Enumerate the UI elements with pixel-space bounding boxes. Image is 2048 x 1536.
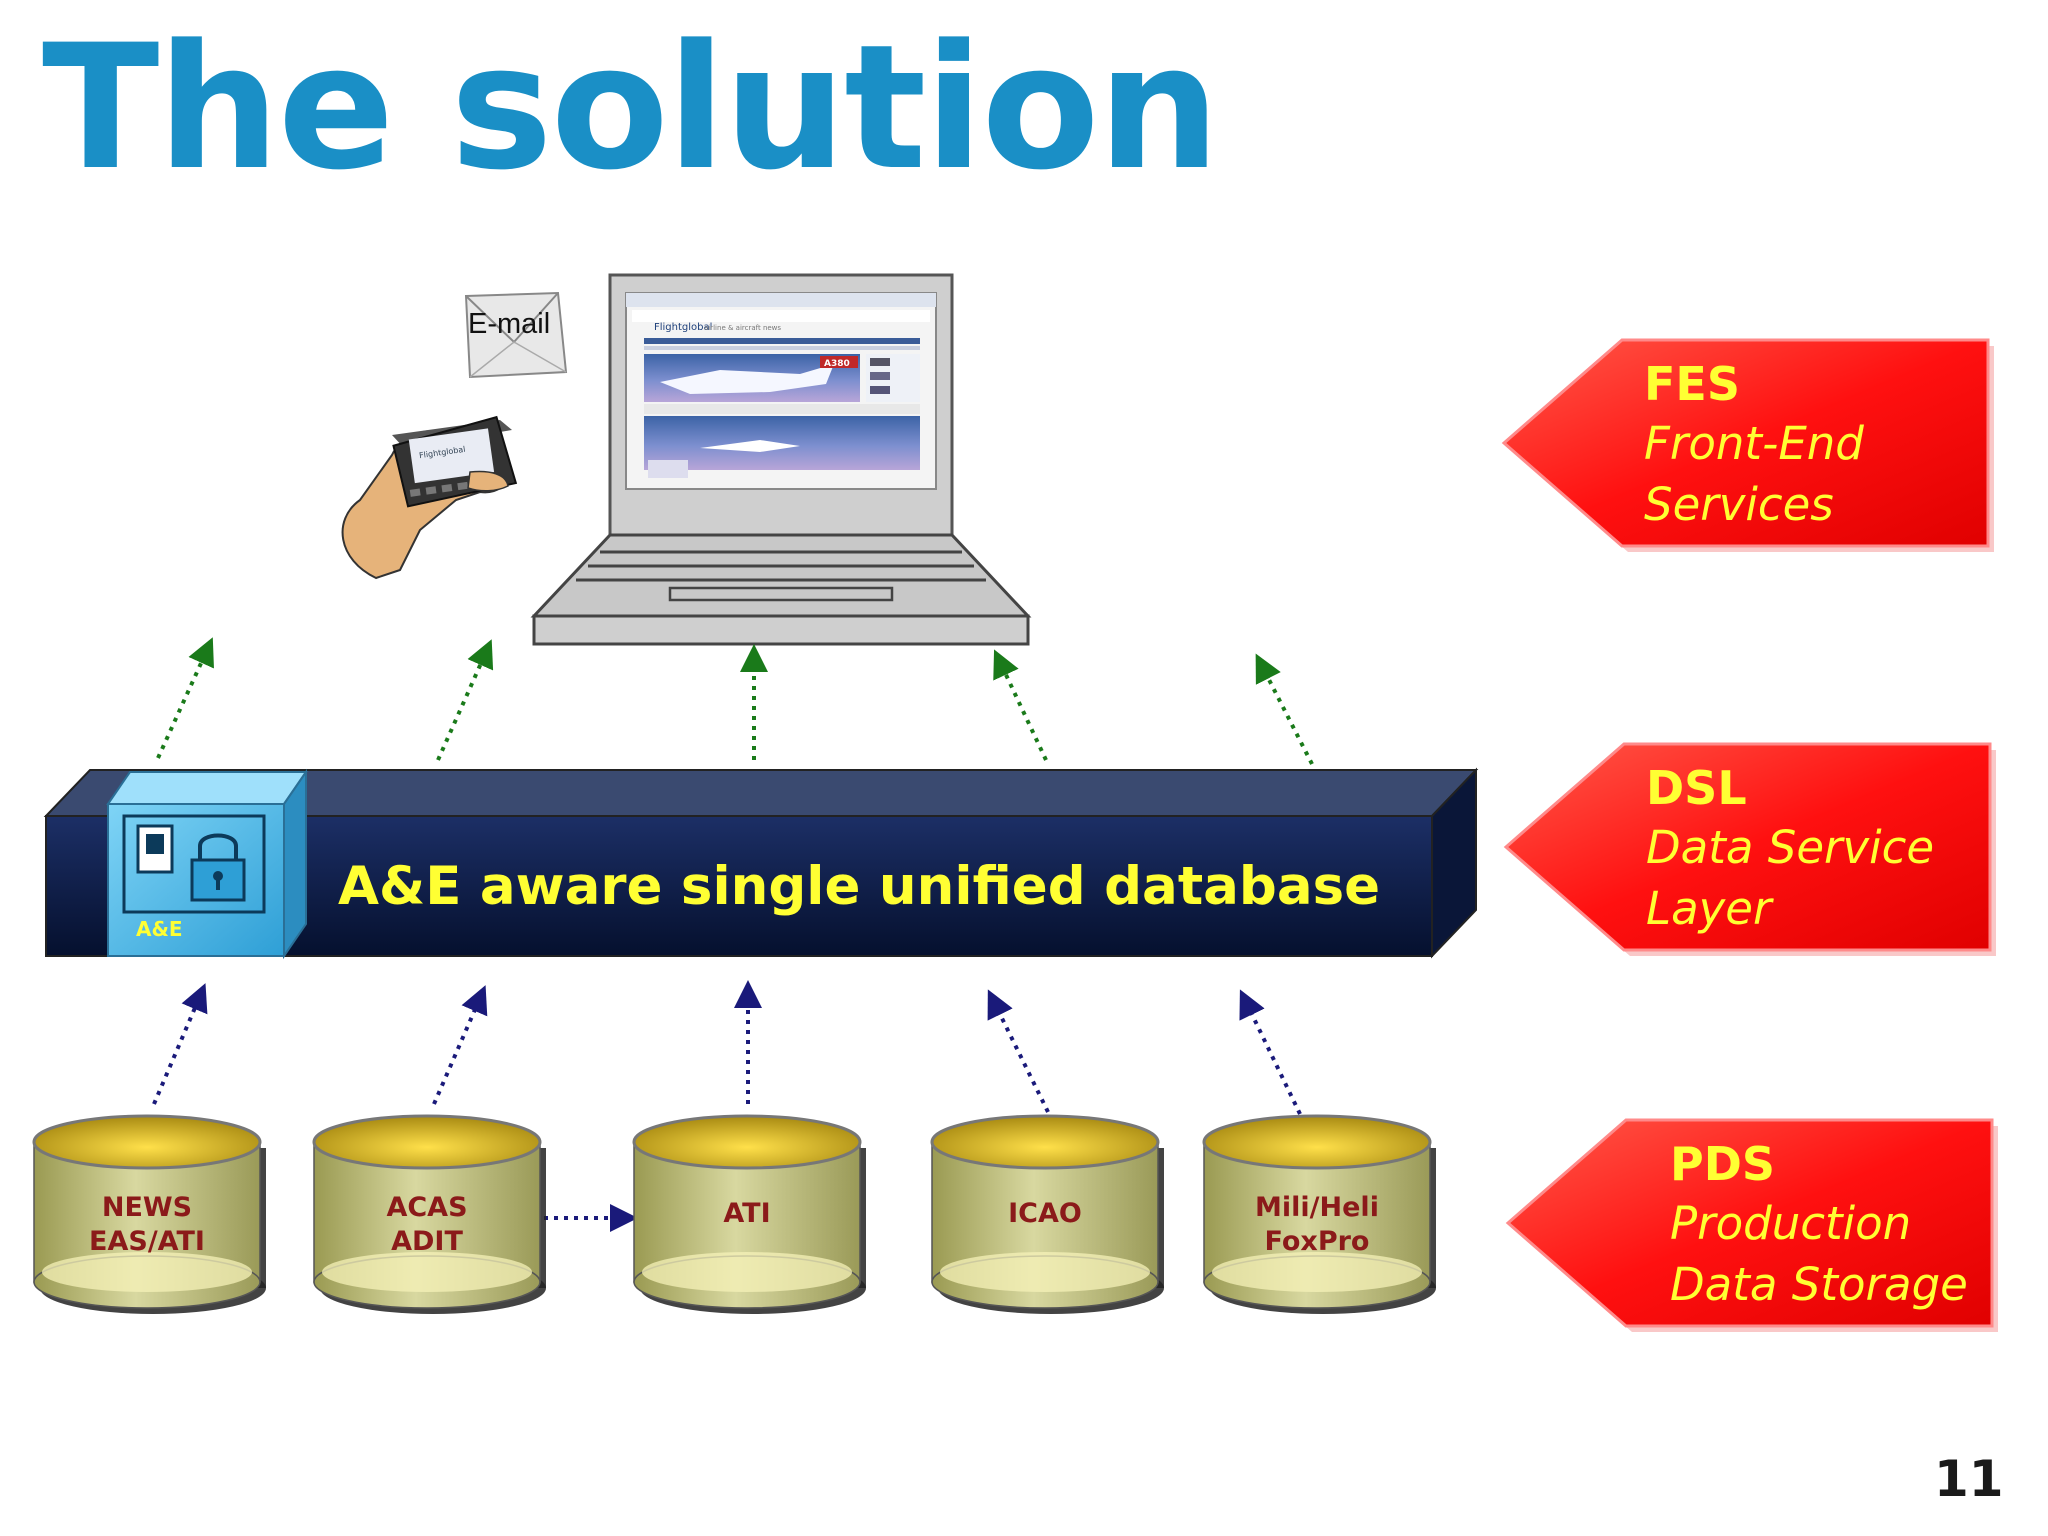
service-arrows	[156, 637, 1314, 765]
layer-name-line1: Data Service	[1646, 821, 1934, 874]
layer-name-line1: Production	[1670, 1197, 1911, 1250]
data-store-sublabel: EAS/ATI	[89, 1226, 205, 1257]
data-store-label: NEWS	[102, 1192, 192, 1223]
arrow-up-1	[156, 637, 214, 759]
ingest-arrows	[152, 980, 1302, 1232]
layer-name-line2: Data Storage	[1670, 1258, 1968, 1311]
arrow-in-1	[152, 983, 208, 1105]
security-box-icon	[106, 768, 308, 960]
slide-title: The solution	[42, 7, 1220, 208]
data-store-sublabel: ADIT	[391, 1226, 463, 1257]
layer-abbr: FES	[1644, 357, 1740, 411]
arrow-up-5	[1255, 653, 1314, 765]
laptop-icon: Flightglobal airline & aircraft news A38…	[530, 273, 1032, 646]
data-store-label: Mili/Heli	[1255, 1192, 1379, 1223]
layer-abbr: DSL	[1646, 761, 1747, 815]
security-box-label: A&E	[136, 917, 183, 941]
email-icon: E-mail	[464, 291, 568, 379]
layer-name-line1: Front-End	[1644, 417, 1864, 470]
data-store-label: ICAO	[1008, 1198, 1082, 1229]
arrow-up-2	[436, 639, 494, 761]
arrow-in-4	[987, 989, 1050, 1113]
layer-name-line2: Services	[1644, 478, 1834, 531]
database-label: A&E aware single unified database	[338, 856, 1380, 917]
arrow-in-5	[1239, 989, 1302, 1115]
arrow-in-2	[432, 985, 488, 1105]
data-store-4: ICAO	[930, 1114, 1164, 1314]
data-store-sublabel: FoxPro	[1265, 1226, 1370, 1257]
page-number: 11	[1934, 1450, 2004, 1508]
layer-abbr: PDS	[1670, 1137, 1775, 1191]
data-store-label: ACAS	[386, 1192, 467, 1223]
laptop-brand-label: Flightglobal	[654, 322, 712, 333]
laptop-subtitle-label: airline & aircraft news	[704, 324, 781, 332]
data-store-label: ATI	[723, 1198, 770, 1229]
layer-name-line2: Layer	[1646, 882, 1774, 935]
email-label: E-mail	[468, 308, 550, 340]
arrow-up-4	[993, 649, 1048, 761]
data-store-3: ATI	[632, 1114, 866, 1314]
pda-in-hand-icon: Flightglobal	[341, 415, 518, 580]
unified-database-band: A&E A&E aware single unified database	[43, 767, 1479, 960]
laptop-badge-label: A380	[824, 359, 850, 369]
